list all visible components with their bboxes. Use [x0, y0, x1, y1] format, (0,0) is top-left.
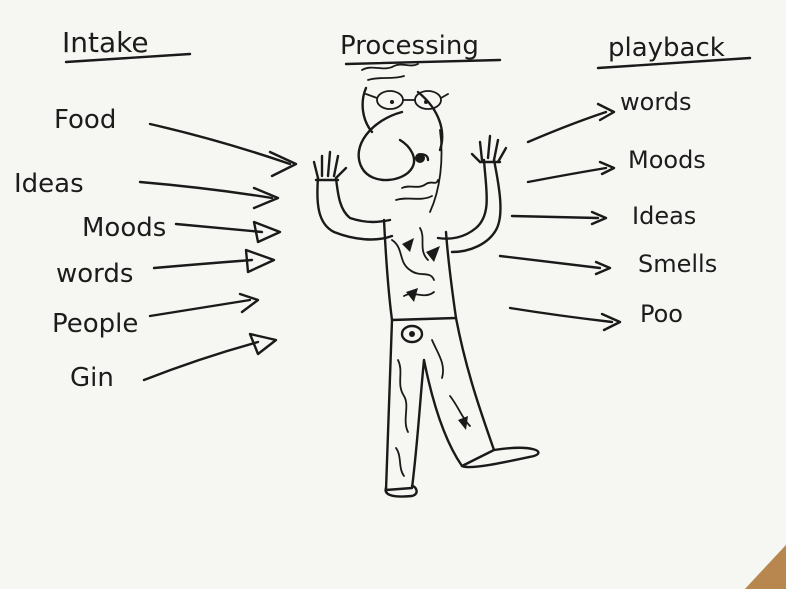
- person-nose: [357, 110, 416, 182]
- person-left-hand: [312, 150, 348, 182]
- intake-label-words: words: [56, 259, 133, 289]
- intake-label-gin: Gin: [70, 363, 114, 393]
- playback-label-moods: Moods: [628, 146, 706, 174]
- heading-processing: Processing: [340, 31, 502, 66]
- intake-label-moods: Moods: [82, 213, 166, 243]
- playback-label-smells: Smells: [638, 250, 717, 278]
- heading-processing-label: Processing: [340, 31, 479, 61]
- person-pants-pattern: [395, 324, 471, 477]
- intake-arrow-words: [152, 248, 276, 274]
- intake-label-people: People: [52, 309, 138, 339]
- person-hair: [361, 63, 419, 81]
- person-right-foot: [460, 446, 540, 469]
- person-right-hand: [470, 134, 508, 164]
- person-figure: [312, 63, 540, 498]
- person-pants: [384, 316, 496, 492]
- intake-arrow-gin: [142, 332, 278, 382]
- person-right-arm: [436, 158, 502, 254]
- playback-arrow-ideas: [510, 210, 608, 226]
- playback-arrow-moods: [526, 160, 616, 184]
- person-left-foot: [384, 484, 418, 498]
- intake-arrow-moods: [174, 220, 282, 244]
- heading-playback-label: playback: [608, 33, 725, 63]
- heading-intake-label: Intake: [62, 26, 149, 59]
- intake-label-ideas: Ideas: [14, 169, 84, 199]
- person-torso-pattern: [391, 227, 440, 302]
- heading-intake: Intake: [62, 26, 192, 64]
- person-left-arm: [316, 176, 394, 241]
- intake-arrow-food: [148, 122, 298, 178]
- glasses-icon: [365, 90, 449, 110]
- intake-arrow-ideas: [138, 180, 280, 210]
- playback-arrow-poo: [508, 306, 622, 332]
- playback-label-ideas: Ideas: [632, 202, 696, 230]
- intake-arrow-people: [148, 292, 260, 318]
- playback-label-poo: Poo: [640, 300, 683, 328]
- paper-shadow: [745, 545, 786, 589]
- heading-playback: playback: [596, 33, 752, 70]
- playback-label-words: words: [620, 88, 692, 116]
- playback-arrow-words: [526, 102, 616, 144]
- person-chin: [395, 129, 443, 213]
- playback-arrow-smells: [498, 254, 612, 276]
- intake-label-food: Food: [54, 105, 116, 135]
- person-mouth: [414, 153, 430, 163]
